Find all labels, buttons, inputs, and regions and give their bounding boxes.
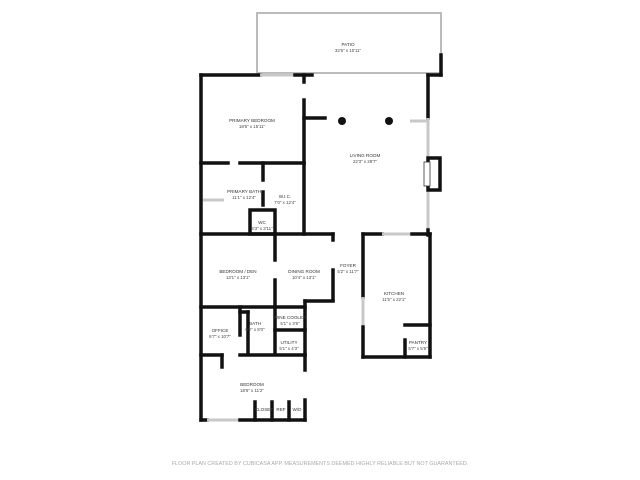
room-size: 11'1" x 12'4": [232, 195, 256, 200]
room-name: KITCHEN: [384, 291, 404, 296]
room-name: FOYER: [340, 263, 357, 268]
room-ref: REF: [276, 407, 285, 412]
room-size: 5'1" x 3'6": [280, 321, 300, 326]
room-patio: PATIO 32'6" x 10'11": [335, 42, 362, 53]
room-size: 5'2" x 11'7": [337, 269, 359, 274]
room-closet: CLOSET: [255, 407, 274, 412]
room-size: 13'1" x 13'1": [226, 275, 251, 280]
room-size: 6'2" x 8'0": [245, 327, 265, 332]
room-bedroom: BEDROOM 18'6" x 11'2": [240, 382, 264, 393]
room-name: LIVING ROOM: [350, 153, 381, 158]
room-primary-bedroom: PRIMARY BEDROOM 18'5" x 15'11": [229, 118, 275, 129]
column: [338, 117, 346, 125]
room-utility: UTILITY 5'1" x 4'3": [279, 340, 299, 351]
room-name: PRIMARY BEDROOM: [229, 118, 275, 123]
room-wd: W/D: [293, 407, 303, 412]
room-name: UTILITY: [280, 340, 297, 345]
room-name: BEDROOM / DEN: [219, 269, 256, 274]
room-size: 7'0" x 12'4": [274, 200, 296, 205]
room-size: 18'6" x 11'2": [240, 388, 264, 393]
room-size: 10'4" x 13'1": [292, 275, 317, 280]
room-name: BATH: [249, 321, 261, 326]
column: [385, 117, 393, 125]
room-name: PRIMARY BATH: [227, 189, 261, 194]
room-size: 18'5" x 15'11": [239, 124, 266, 129]
room-size: 4'3" x 3'11": [251, 226, 273, 231]
room-primary-bath: PRIMARY BATH 11'1" x 12'4": [227, 189, 261, 200]
room-name: OFFICE: [212, 328, 229, 333]
room-office: OFFICE 6'7" x 10'7": [209, 328, 231, 339]
room-size: 22'3" x 28'7": [353, 159, 378, 164]
room-wine-cooler: WINE COOLER 5'1" x 3'6": [274, 315, 307, 326]
room-dining-room: DINING ROOM 10'4" x 13'1": [288, 269, 320, 280]
room-pantry: PANTRY 5'7" x 5'5": [408, 340, 428, 351]
room-size: 5'7" x 5'5": [408, 346, 428, 351]
room-name: WC: [258, 220, 266, 225]
room-kitchen: KITCHEN 11'5" x 22'1": [382, 291, 406, 302]
walls: [199, 73, 442, 422]
room-size: 6'7" x 10'7": [209, 334, 231, 339]
room-name: DINING ROOM: [288, 269, 320, 274]
patio-outline: [256, 12, 443, 77]
room-bath: BATH 6'2" x 8'0": [245, 321, 265, 332]
room-size: 11'5" x 22'1": [382, 297, 406, 302]
room-name: WINE COOLER: [274, 315, 307, 320]
room-name: PANTRY: [409, 340, 427, 345]
room-name: W.I.C.: [279, 194, 292, 199]
room-size: 32'6" x 10'11": [335, 48, 362, 53]
room-bedroom-den: BEDROOM / DEN 13'1" x 13'1": [219, 269, 256, 280]
room-name: BEDROOM: [240, 382, 264, 387]
room-foyer: FOYER 5'2" x 11'7": [337, 263, 359, 274]
room-wc: WC 4'3" x 3'11": [251, 220, 273, 231]
footer-disclaimer: FLOOR PLAN CREATED BY CUBICASA APP. MEAS…: [172, 461, 468, 467]
room-living-room: LIVING ROOM 22'3" x 28'7": [350, 153, 381, 164]
room-wic: W.I.C. 7'0" x 12'4": [274, 194, 296, 205]
room-name: PATIO: [341, 42, 355, 47]
room-size: 5'1" x 4'3": [279, 346, 299, 351]
